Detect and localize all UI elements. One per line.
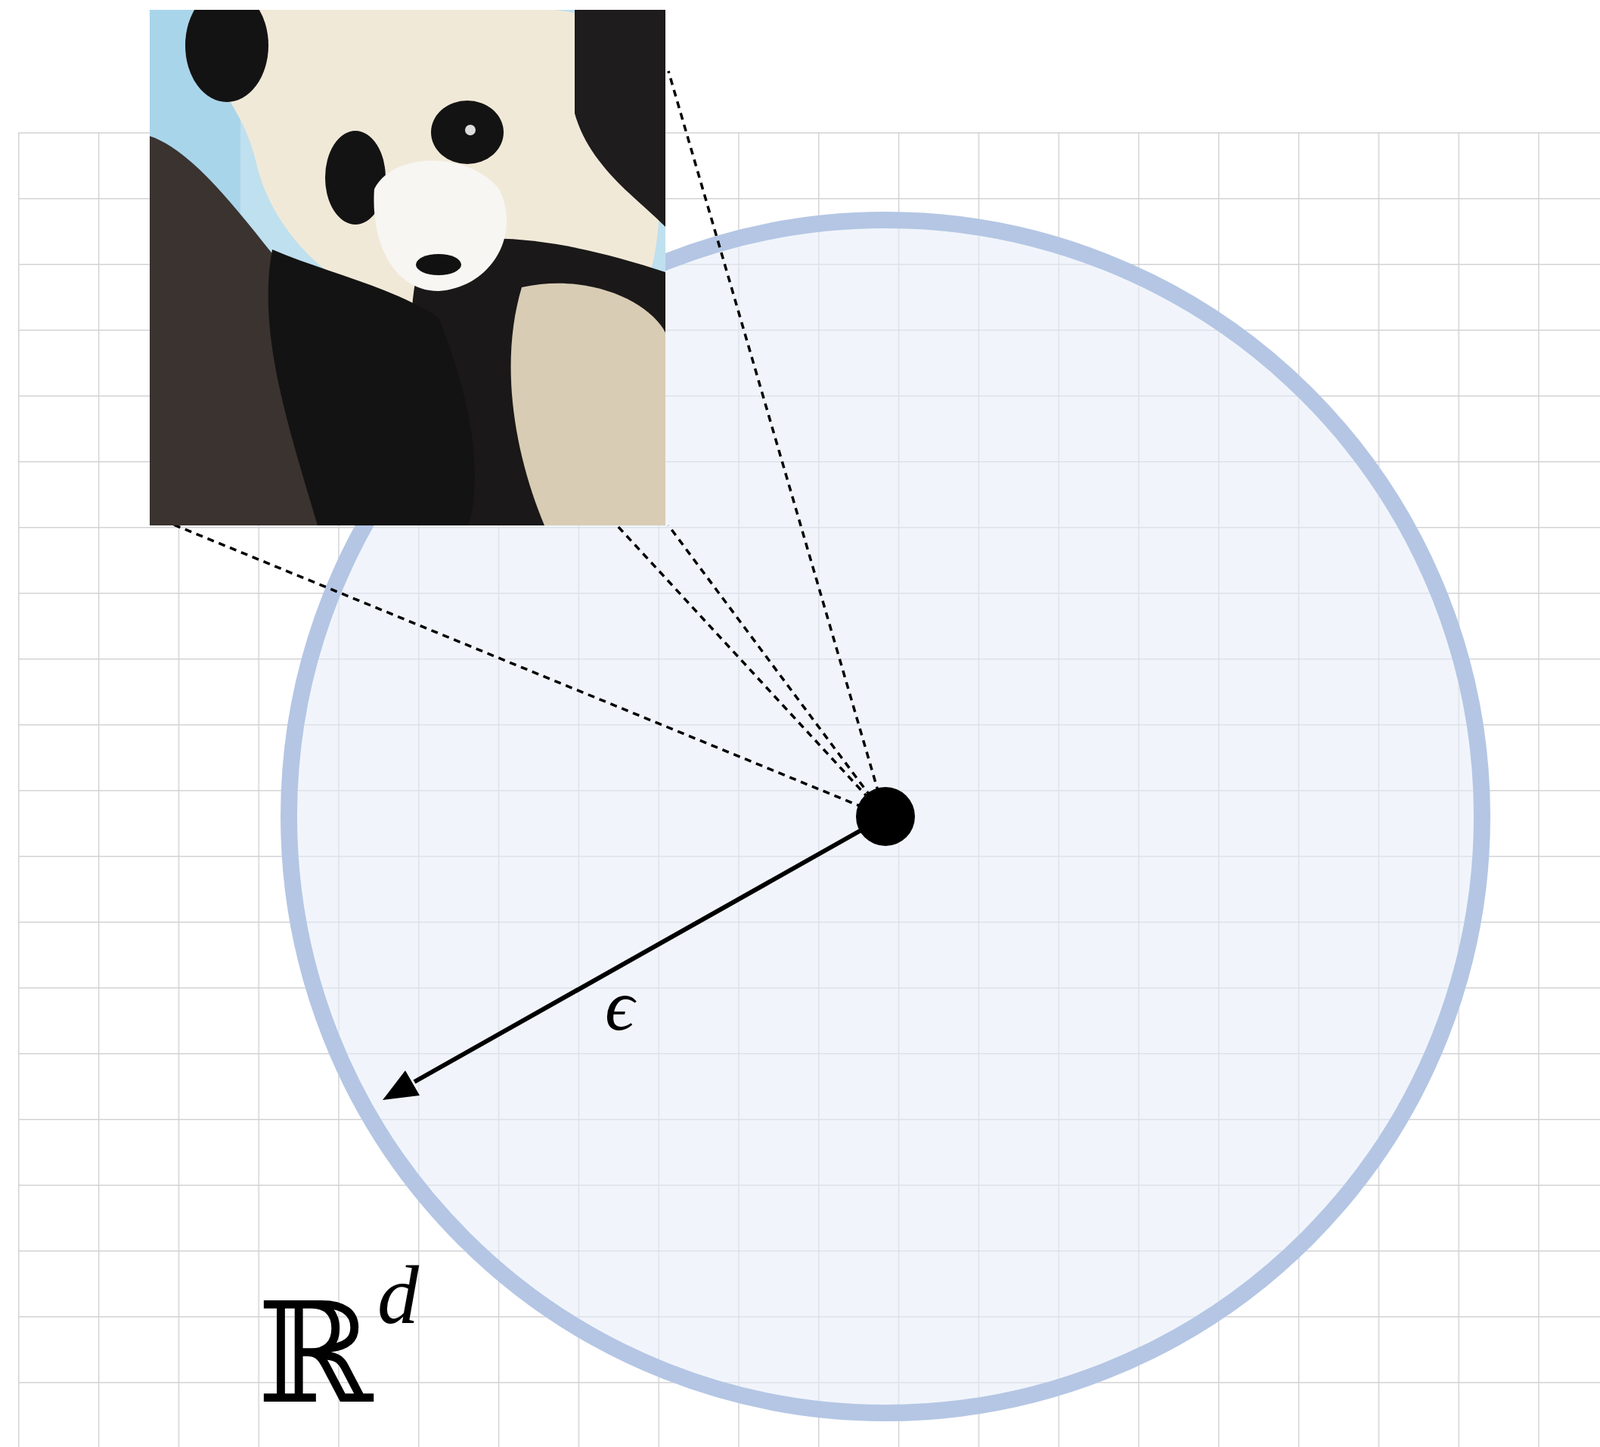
radius-arrow <box>414 816 886 1083</box>
space-symbol: ℝ <box>257 1283 373 1424</box>
dimension-superscript: d <box>377 1253 419 1337</box>
grid-background <box>18 132 1600 1447</box>
data-point <box>855 787 915 847</box>
arrowhead <box>382 1070 420 1101</box>
panda-image <box>149 9 666 526</box>
epsilon-ball <box>288 220 1483 1414</box>
radius-label: ϵ <box>604 969 635 1042</box>
